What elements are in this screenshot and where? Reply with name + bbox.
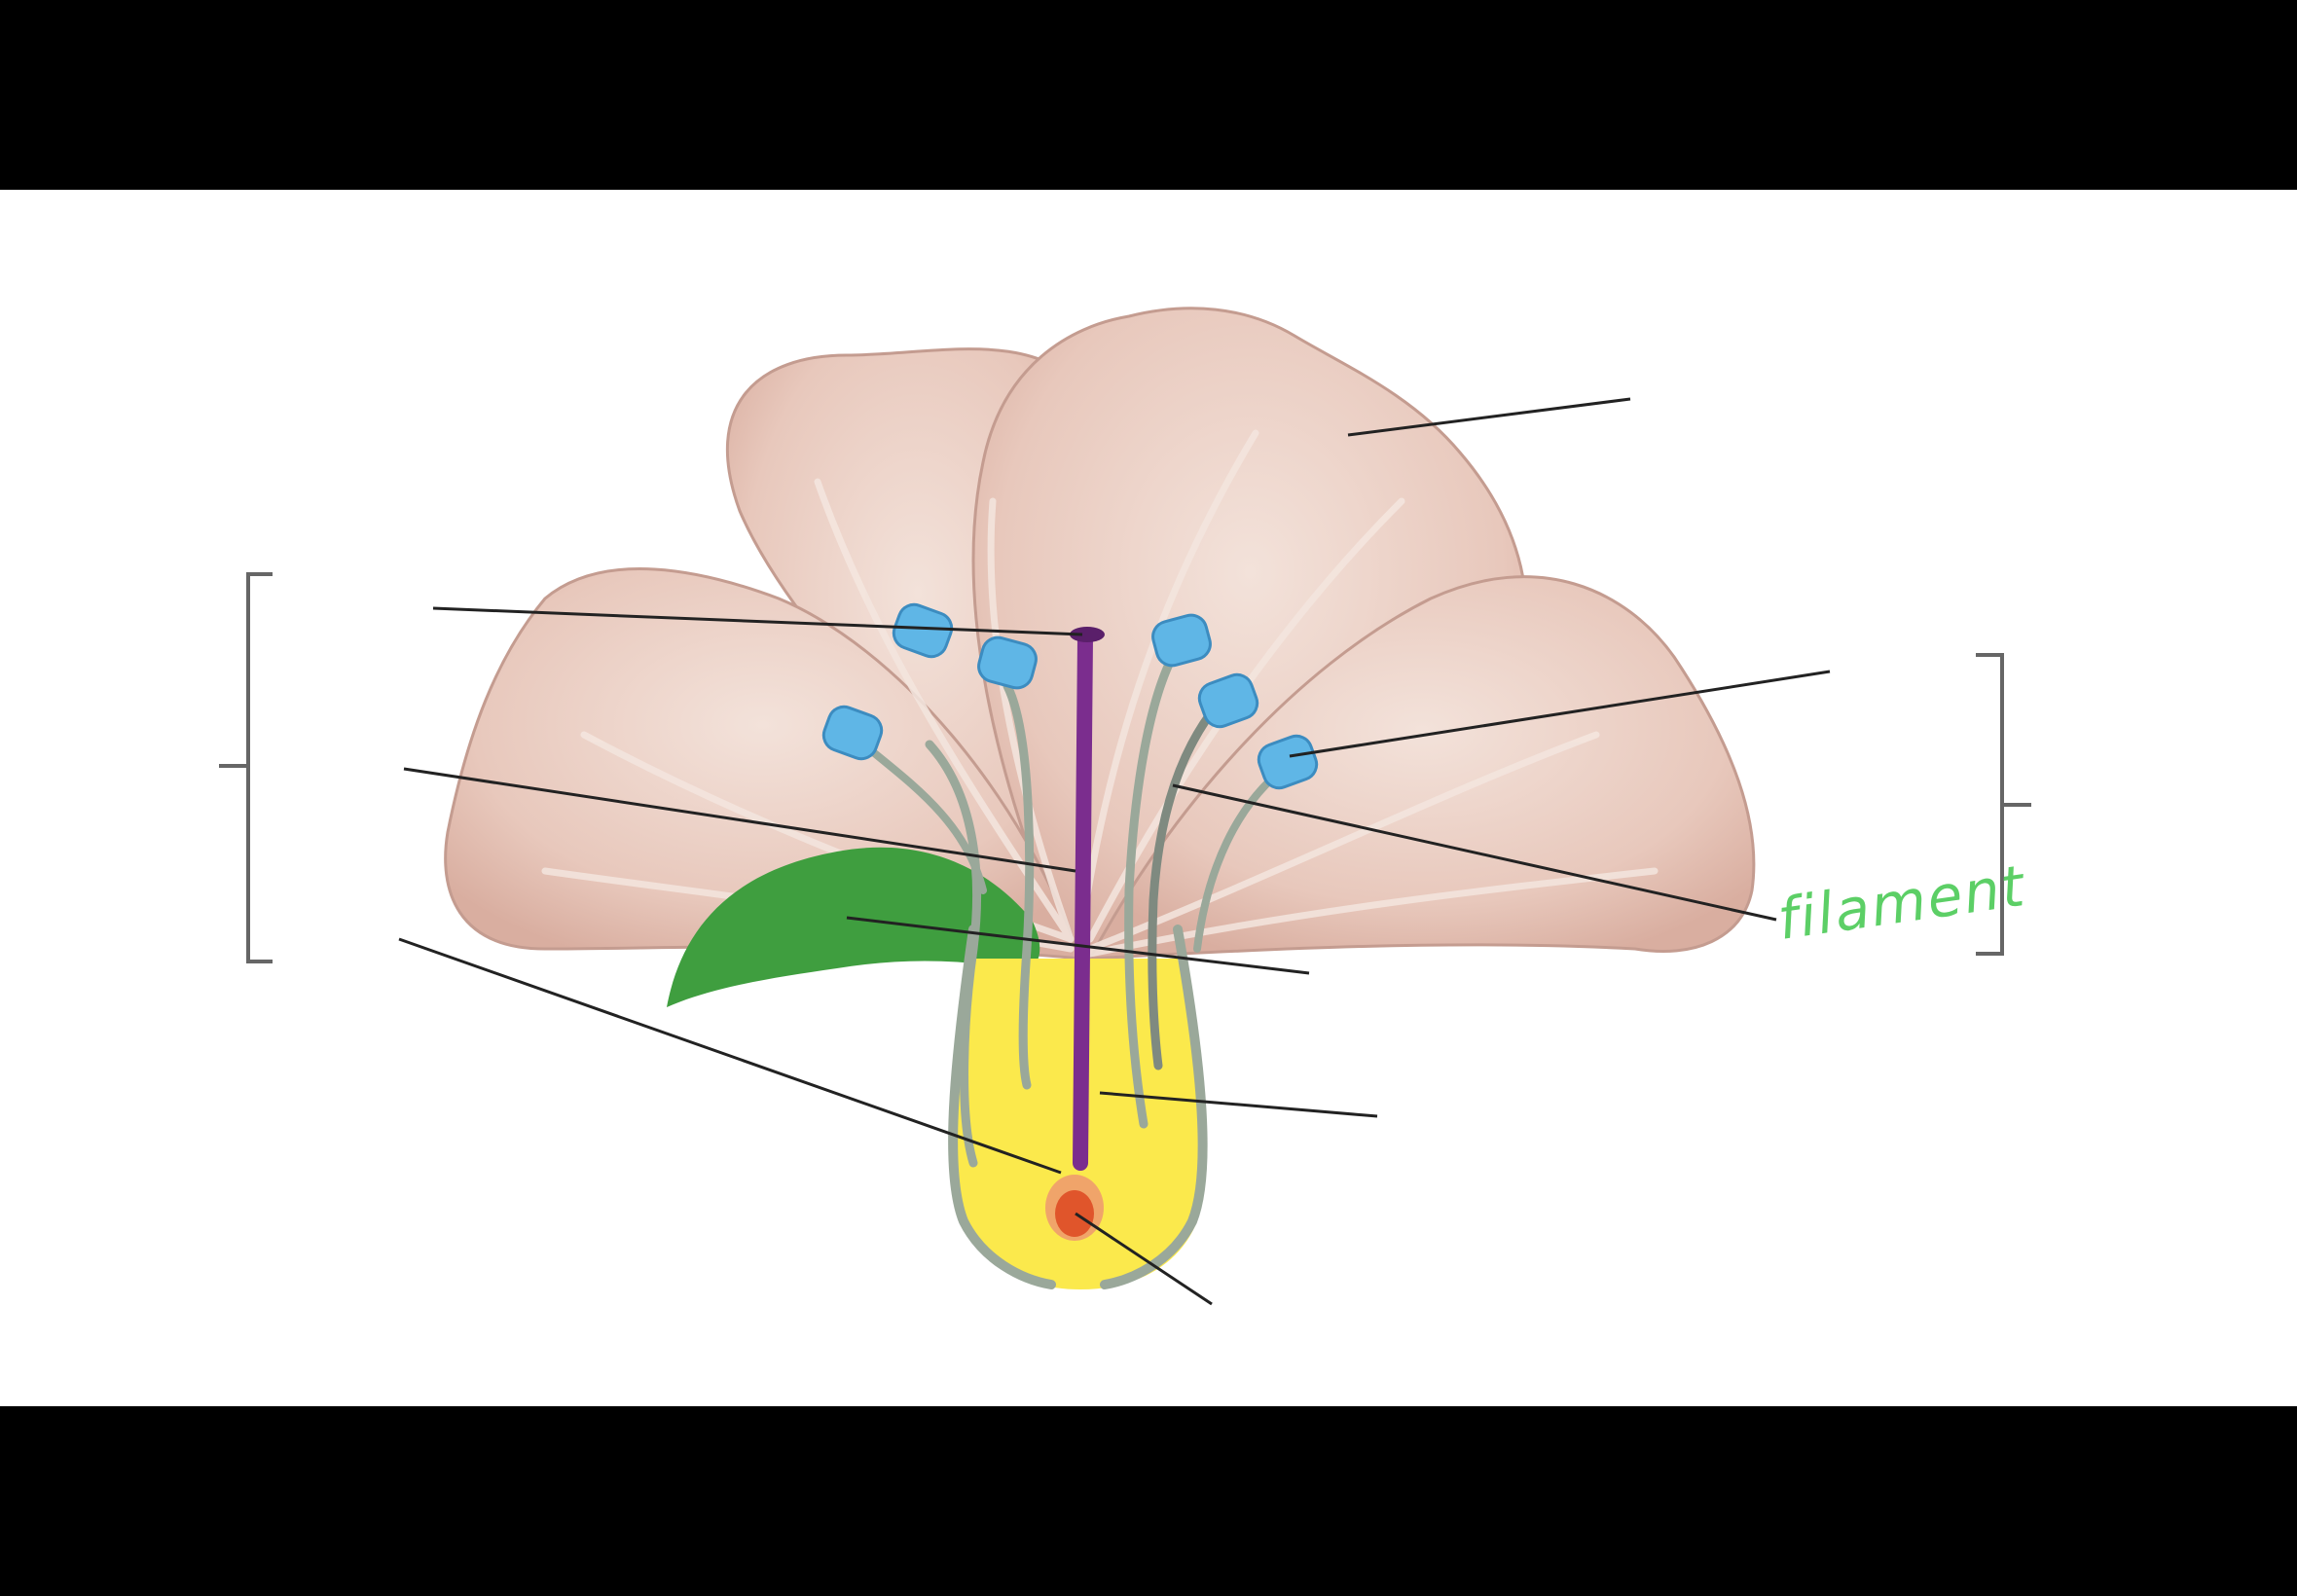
bottom-black-bar [0, 1406, 2297, 1596]
leader-ovule [1075, 1212, 1213, 1306]
top-black-bar [0, 0, 2297, 190]
petal-right [1087, 575, 1756, 961]
anther-5 [1197, 672, 1259, 729]
ovule [1055, 1190, 1094, 1237]
anther-2 [977, 635, 1038, 690]
stigma [1070, 627, 1105, 642]
anthers [821, 602, 1319, 790]
diagram-canvas: filament [0, 190, 2297, 1406]
sepal [667, 847, 1040, 1007]
leader-anther [1289, 670, 1831, 758]
style [1073, 630, 1093, 1171]
anther-1 [892, 602, 954, 659]
leader-stigma [432, 606, 1083, 636]
filaments [843, 642, 1294, 1289]
leader-lines [398, 397, 1831, 1306]
flower-diagram: filament [219, 307, 2031, 1306]
leader-filament [1172, 783, 1777, 922]
leader-style [403, 767, 1076, 873]
anther-4 [1151, 613, 1212, 668]
anther-3 [821, 705, 884, 761]
right-bracket [1976, 653, 2031, 956]
label-filament: filament [1773, 852, 2029, 953]
leader-ovary-wall [398, 937, 1062, 1175]
leader-ovary [1099, 1091, 1378, 1118]
leader-sepal [846, 916, 1310, 975]
leader-petal [1347, 397, 1631, 437]
left-bracket [219, 572, 273, 963]
